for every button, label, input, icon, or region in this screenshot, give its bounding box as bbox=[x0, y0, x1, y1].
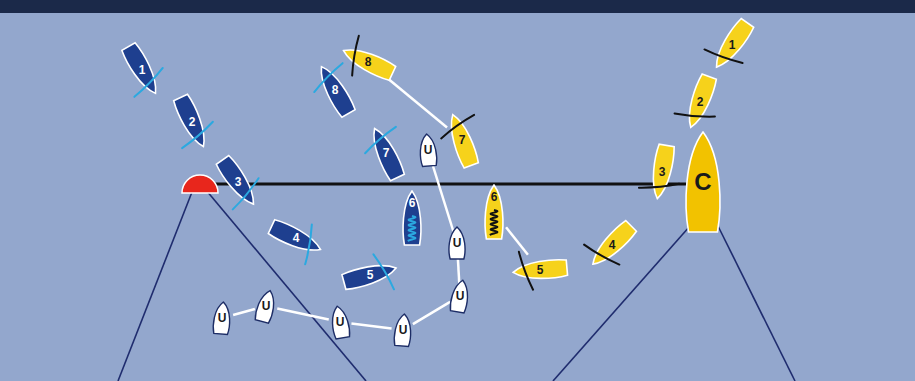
hull bbox=[587, 220, 638, 271]
boat-number: 4 bbox=[293, 232, 300, 244]
boat-number: 7 bbox=[383, 147, 390, 159]
sail-mark bbox=[373, 252, 394, 292]
yellow-boat: 8 bbox=[341, 35, 395, 89]
hull bbox=[403, 191, 421, 245]
hull bbox=[419, 133, 438, 166]
hull bbox=[394, 313, 413, 346]
blue-boat: 1 bbox=[115, 43, 169, 97]
hull bbox=[215, 155, 261, 209]
blue-boat: 3 bbox=[211, 155, 265, 209]
hull bbox=[329, 305, 350, 339]
umpire-boat: U bbox=[412, 134, 444, 166]
boat-number: 3 bbox=[235, 176, 242, 188]
sail-mark bbox=[361, 127, 401, 153]
blue-boat: 4 bbox=[269, 211, 323, 265]
boat-number: 1 bbox=[139, 64, 146, 76]
boat-number: 4 bbox=[609, 239, 616, 251]
blue-boat: 2 bbox=[165, 95, 219, 149]
umpire-boat: U bbox=[206, 302, 238, 334]
hull bbox=[449, 279, 470, 313]
layline bbox=[206, 190, 366, 381]
hull bbox=[340, 43, 396, 82]
sail-mark bbox=[519, 251, 533, 291]
sail-mark bbox=[129, 68, 168, 97]
track-line bbox=[233, 309, 255, 315]
boat-number: 2 bbox=[189, 116, 196, 128]
hull bbox=[485, 185, 503, 239]
hull bbox=[682, 74, 717, 131]
hull bbox=[686, 132, 720, 232]
yellow-boat: 5 bbox=[513, 243, 567, 297]
blue-boat: 8 bbox=[308, 63, 362, 117]
boat-number: 1 bbox=[729, 39, 736, 51]
boat-letter: U bbox=[456, 290, 465, 302]
yellow-boat: 3 bbox=[635, 145, 689, 199]
boat-number: 5 bbox=[367, 269, 374, 281]
blue-boat: 7 bbox=[359, 126, 413, 180]
hull bbox=[512, 259, 567, 281]
sail-mark bbox=[227, 178, 265, 209]
track-line bbox=[383, 74, 447, 127]
boat-number: 6 bbox=[409, 197, 416, 209]
hull bbox=[213, 301, 232, 334]
boat-number: 8 bbox=[332, 84, 339, 96]
boat-number: 5 bbox=[537, 264, 544, 276]
yellow-boat: 1 bbox=[705, 18, 759, 72]
track-line bbox=[277, 308, 328, 319]
pin-buoy bbox=[182, 175, 218, 193]
sail-mark bbox=[178, 122, 218, 148]
yellow-boat: 6 bbox=[467, 185, 521, 239]
umpire-boat: U bbox=[387, 314, 419, 346]
umpire-boat: U bbox=[444, 280, 476, 312]
hull bbox=[649, 144, 676, 200]
committee-boat: C bbox=[684, 132, 722, 232]
hull bbox=[449, 227, 465, 259]
boat-letter: U bbox=[218, 312, 227, 324]
umpire-boat: U bbox=[250, 290, 282, 322]
layline bbox=[718, 226, 795, 381]
boat-number: 8 bbox=[365, 56, 372, 68]
boat-number: 2 bbox=[697, 96, 704, 108]
boat-number: 3 bbox=[659, 166, 666, 178]
boat-letter: U bbox=[399, 324, 408, 336]
boat-letter: U bbox=[336, 316, 345, 328]
sail-mark bbox=[295, 224, 321, 264]
sail-mark bbox=[437, 115, 477, 138]
track-line bbox=[431, 161, 453, 232]
hull bbox=[268, 219, 324, 258]
track-line bbox=[351, 323, 391, 328]
track-line bbox=[413, 302, 450, 324]
layline bbox=[118, 192, 192, 381]
hull bbox=[444, 112, 479, 169]
umpire-boat: U bbox=[324, 306, 356, 338]
layline bbox=[553, 226, 690, 381]
luffing-mark bbox=[490, 210, 498, 235]
track-line bbox=[506, 227, 528, 255]
sail-mark bbox=[675, 103, 715, 126]
start-line bbox=[200, 183, 700, 186]
sail-mark bbox=[639, 177, 679, 194]
sail-mark bbox=[584, 237, 619, 272]
hull bbox=[342, 259, 399, 290]
boat-number: 7 bbox=[459, 134, 466, 146]
yellow-boat: 7 bbox=[435, 113, 489, 167]
boat-letter: U bbox=[453, 237, 462, 249]
boat-letter: U bbox=[424, 144, 433, 156]
yellow-boat: 2 bbox=[673, 75, 727, 129]
blue-boat: 6 bbox=[385, 191, 439, 245]
umpire-boat: U bbox=[441, 227, 473, 259]
blue-boat: 5 bbox=[343, 248, 397, 302]
yellow-boat: 4 bbox=[585, 218, 639, 272]
sail-mark bbox=[704, 41, 742, 72]
hull bbox=[709, 18, 755, 72]
top-bar bbox=[0, 0, 915, 13]
sail-mark bbox=[309, 63, 348, 92]
boat-letter: U bbox=[262, 300, 271, 312]
committee-letter: C bbox=[694, 170, 711, 194]
hull bbox=[254, 288, 278, 323]
luffing-mark bbox=[408, 216, 416, 241]
boat-number: 6 bbox=[491, 191, 498, 203]
